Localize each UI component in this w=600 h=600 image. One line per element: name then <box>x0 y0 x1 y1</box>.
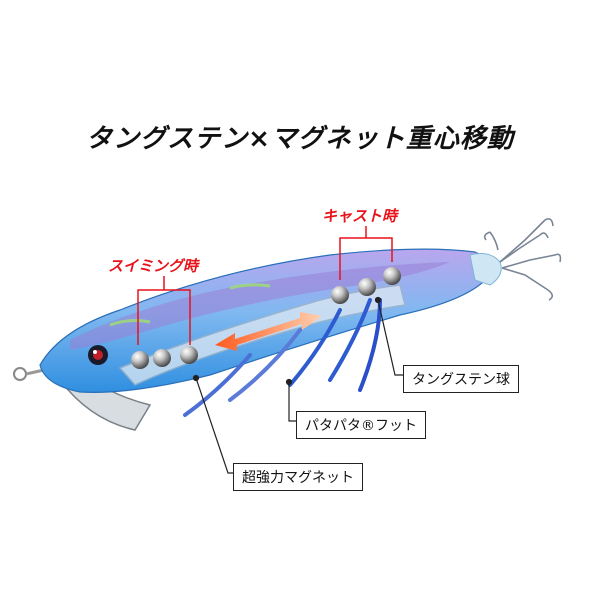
tungsten-balls-swimming <box>131 346 198 369</box>
jig-tail <box>469 253 502 286</box>
pata-foot-callout: パタパタ®フット <box>296 411 426 439</box>
casting-mode-label: キャスト時 <box>322 207 398 225</box>
casting-bracket <box>339 226 393 280</box>
squid-hook <box>483 218 562 301</box>
tungsten-balls-casting <box>331 267 401 304</box>
tungsten-ball-callout: タングステン球 <box>403 365 519 393</box>
swimming-bracket <box>137 276 191 345</box>
page-title: タングステン×マグネット重心移動 <box>86 124 514 154</box>
swimming-mode-label: スイミング時 <box>108 257 199 275</box>
callout-leader-lines <box>192 296 403 474</box>
line-eye <box>13 367 45 381</box>
movement-arrow <box>215 312 322 351</box>
magnet-callout: 超強力マグネット <box>233 463 363 491</box>
jig-eye <box>88 345 108 365</box>
